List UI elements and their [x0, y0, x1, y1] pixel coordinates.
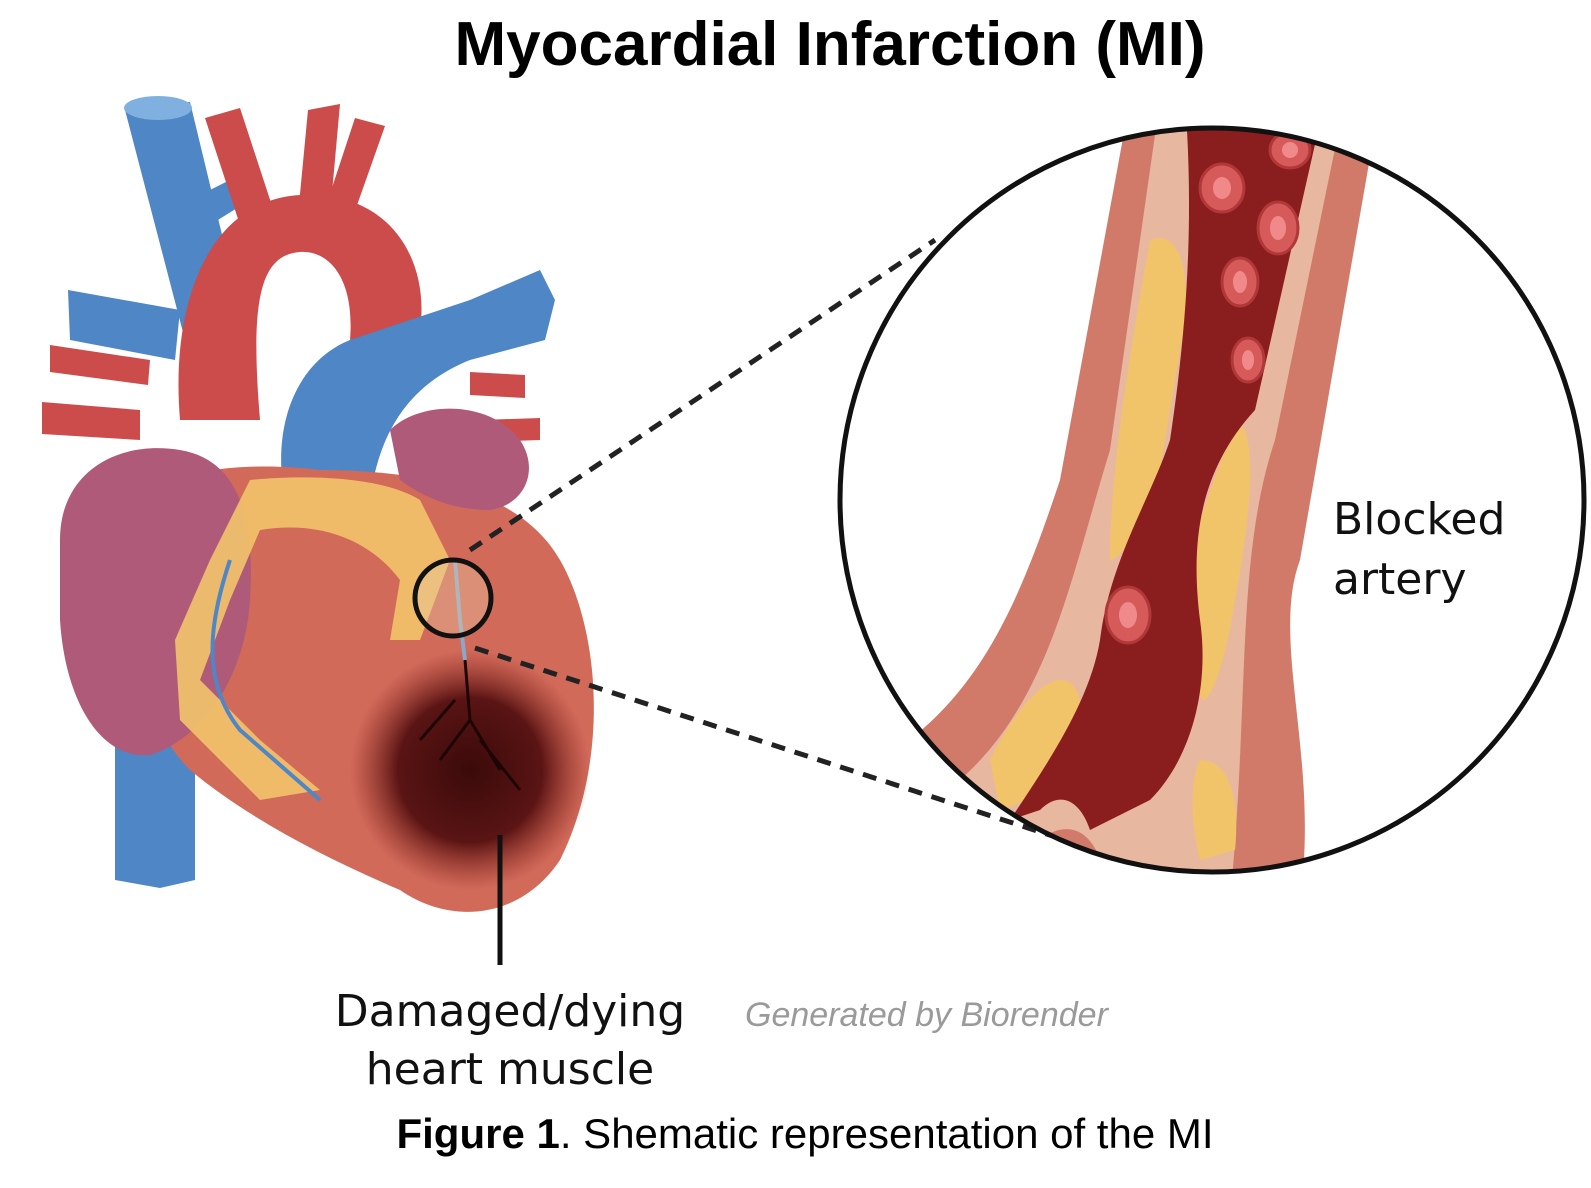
red-vessel-right-1 — [470, 372, 525, 398]
blue-branch-left — [68, 290, 180, 360]
red-vessel-left-2 — [42, 402, 140, 440]
vena-cava-opening — [124, 96, 192, 120]
damaged-muscle-label: Damaged/dying heart muscle — [300, 983, 720, 1099]
blocked-artery-label-line1: Blocked — [1333, 490, 1505, 550]
heart-illustration — [42, 96, 594, 965]
damaged-muscle-label-line2: heart muscle — [300, 1041, 720, 1099]
figure-caption-label: Figure 1 — [396, 1110, 559, 1157]
credit-text: Generated by Biorender — [745, 996, 1108, 1035]
zoom-source-circle — [415, 560, 491, 636]
figure-caption-text: . Shematic representation of the MI — [560, 1110, 1214, 1157]
blocked-artery-label: Blocked artery — [1333, 490, 1505, 610]
necrotic-zone — [350, 650, 590, 890]
page-title: Myocardial Infarction (MI) — [0, 14, 1591, 76]
blocked-artery-label-line2: artery — [1333, 550, 1505, 610]
figure-caption: Figure 1. Shematic representation of the… — [0, 1110, 1591, 1158]
damaged-muscle-label-line1: Damaged/dying — [300, 983, 720, 1041]
